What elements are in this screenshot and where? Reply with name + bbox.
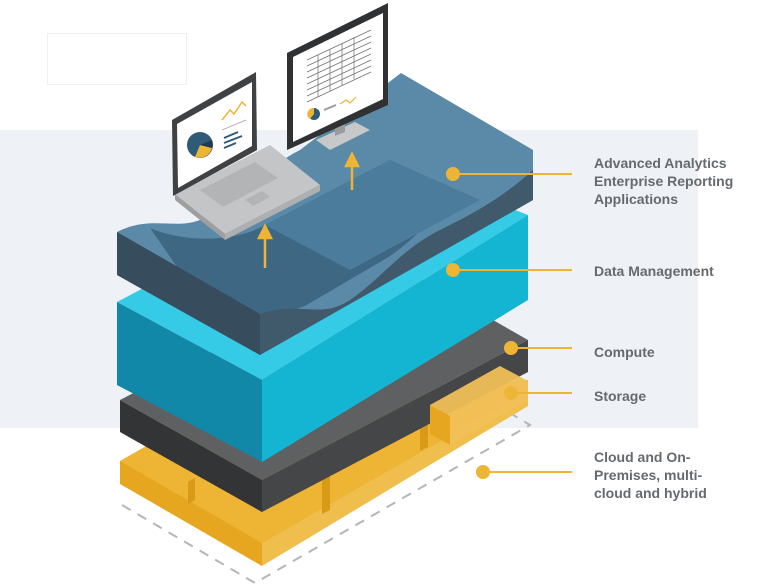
label-compute: Compute	[594, 343, 764, 361]
laptop-icon	[172, 72, 320, 240]
label-line: Premises, multi-	[594, 467, 703, 483]
label-line: Cloud and On-	[594, 449, 691, 465]
applications-layer	[117, 73, 533, 355]
callout-dot-applications	[446, 167, 460, 181]
label-line: Data Management	[594, 263, 714, 279]
label-line: Storage	[594, 388, 647, 404]
label-line: Compute	[594, 344, 655, 360]
footprint-outline	[121, 412, 532, 585]
label-line: Enterprise Reporting	[594, 173, 734, 189]
label-applications: Advanced Analytics Enterprise Reporting …	[594, 154, 764, 208]
callout-dot-compute	[504, 341, 518, 355]
label-line: cloud and hybrid	[594, 485, 707, 501]
callout-dot-infrastructure	[476, 465, 490, 479]
label-data-management: Data Management	[594, 262, 764, 280]
label-line: Advanced Analytics	[594, 155, 727, 171]
upload-arrows	[256, 151, 361, 268]
callout-dot-storage	[504, 386, 518, 400]
callout-dot-data-management	[446, 263, 460, 277]
label-storage: Storage	[594, 387, 764, 405]
monitor-icon	[287, 3, 388, 150]
callouts	[446, 167, 572, 479]
title-placeholder-box	[47, 33, 187, 85]
label-infrastructure: Cloud and On- Premises, multi- cloud and…	[594, 448, 764, 502]
label-line: Applications	[594, 191, 679, 207]
storage-layer	[430, 366, 528, 445]
